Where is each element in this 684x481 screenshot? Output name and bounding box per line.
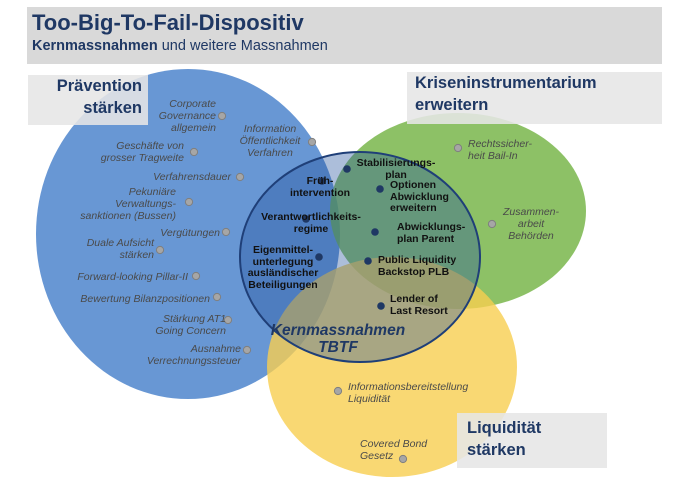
core-item: Früh-intervention: [289, 175, 351, 199]
subtitle-bold: Kernmassnahmen: [32, 38, 158, 54]
navy-dot-icon: [371, 228, 379, 236]
praevention-circle: [36, 69, 340, 399]
navy-dot-icon: [377, 302, 385, 310]
core-item: Verantwortlichkeits-regime: [261, 211, 361, 235]
navy-dot-icon: [364, 257, 372, 265]
krisen-label-2: erweitern: [415, 96, 489, 114]
title-banner: Too-Big-To-Fail-Dispositiv Kernmassnahme…: [27, 7, 662, 64]
navy-dot-icon: [315, 253, 323, 261]
kernmassnahmen-label: Kernmassnahmen TBTF: [270, 322, 406, 356]
grey-dot-icon: [184, 197, 194, 207]
blue-item: Bewertung Bilanzpositionen: [80, 293, 210, 305]
grey-dot-icon: [307, 137, 317, 147]
grey-dot-icon: [223, 315, 233, 325]
grey-dot-icon: [212, 292, 222, 302]
core-item: Abwicklungs-plan Parent: [397, 221, 466, 245]
grey-dot-icon: [217, 111, 227, 121]
navy-dot-icon: [376, 185, 384, 193]
grey-dot-icon: [333, 386, 343, 396]
navy-dot-icon: [302, 215, 310, 223]
navy-dot-icon: [343, 165, 351, 173]
page-title: Too-Big-To-Fail-Dispositiv: [32, 10, 304, 35]
liquiditaet-circle: [267, 257, 517, 477]
krisen-box: Kriseninstrumentarium erweitern: [407, 72, 662, 124]
grey-dot-icon: [155, 245, 165, 255]
core-item: Stabilisierungs-plan: [356, 157, 436, 181]
grey-dot-icon: [235, 172, 245, 182]
liquiditaet-label-2: stärken: [467, 441, 526, 459]
blue-item: Verfahrensdauer: [153, 171, 231, 183]
subtitle-rest: und weitere Massnahmen: [157, 38, 328, 54]
krisen-label-1: Kriseninstrumentarium: [415, 74, 597, 92]
grey-dot-icon: [191, 271, 201, 281]
grey-dot-icon: [242, 345, 252, 355]
green-item: Rechtssicher-heit Bail-In: [468, 138, 532, 162]
grey-dot-icon: [487, 219, 497, 229]
liquiditaet-label-1: Liquidität: [467, 419, 542, 437]
praevention-label-1: Prävention: [56, 77, 142, 95]
grey-dot-icon: [221, 227, 231, 237]
navy-dot-icon: [318, 177, 326, 185]
liquiditaet-box: Liquidität stärken: [457, 413, 607, 468]
grey-dot-icon: [453, 143, 463, 153]
blue-item: Vergütungen: [160, 227, 220, 239]
blue-item: Forward-looking Pillar-II: [77, 271, 188, 283]
grey-dot-icon: [398, 454, 408, 464]
grey-dot-icon: [189, 147, 199, 157]
praevention-label-2: stärken: [83, 99, 142, 117]
page-subtitle: Kernmassnahmen und weitere Massnahmen: [32, 38, 328, 54]
praevention-box: Prävention stärken: [28, 75, 148, 125]
kernmassnahmen-circle: [239, 151, 481, 363]
